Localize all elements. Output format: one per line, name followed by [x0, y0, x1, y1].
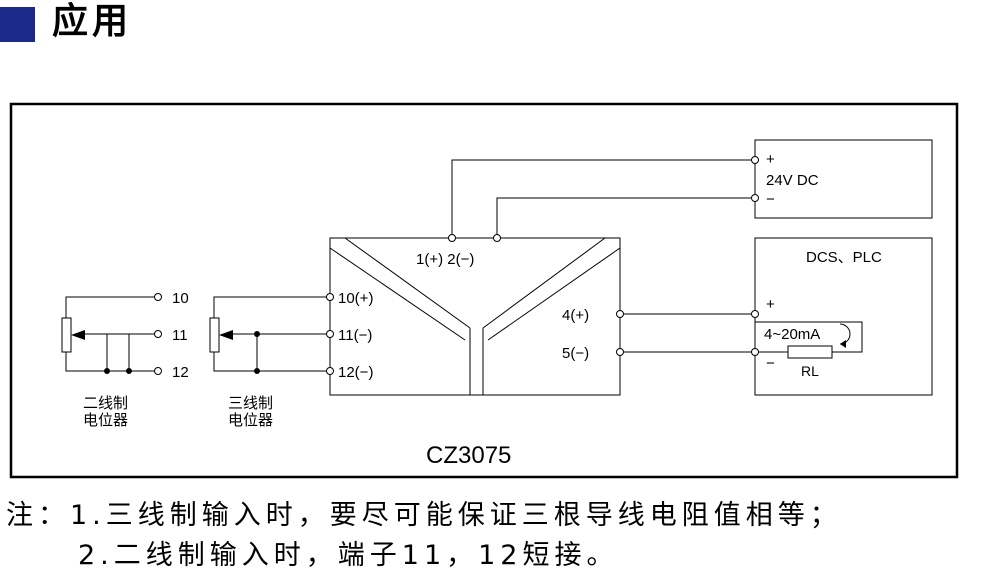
- load-label: RL: [801, 363, 819, 379]
- power-minus-label: −: [766, 191, 775, 208]
- power-minus-terminal: [751, 194, 759, 202]
- two-wire-terminal-10: [154, 293, 162, 301]
- label-top-terminals: 1(+) 2(−): [416, 251, 474, 268]
- dcs-plus-label: +: [766, 296, 775, 313]
- two-wire-junction-1: [104, 368, 110, 374]
- dcs-signal-label: 4~20mA: [764, 326, 820, 343]
- two-wire-junction-2: [126, 368, 132, 374]
- two-wire-caption-2: 电位器: [83, 412, 128, 429]
- two-wire-label-12: 12: [172, 364, 189, 381]
- two-wire-terminal-12: [154, 367, 162, 375]
- terminal-11: [326, 330, 334, 338]
- label-terminal-5: 5(−): [562, 345, 589, 362]
- two-wire-terminal-11: [154, 330, 162, 338]
- two-wire-label-10: 10: [172, 290, 189, 307]
- module-y-divider: [329, 237, 621, 395]
- two-wire-label-11: 11: [172, 327, 188, 344]
- current-arrow-head: [840, 340, 846, 348]
- three-wire-junction-1: [254, 331, 260, 337]
- two-wire-potentiometer: [61, 296, 155, 372]
- terminal-10: [326, 293, 334, 301]
- three-wire-wiper-arrow: [219, 330, 233, 340]
- model-label: CZ3075: [426, 442, 511, 469]
- three-wire-caption-1: 三线制: [228, 395, 273, 412]
- label-terminal-12: 12(−): [338, 364, 373, 381]
- label-terminal-10: 10(+): [338, 290, 373, 307]
- terminal-1: [448, 234, 456, 242]
- diagram-frame: [9, 102, 959, 479]
- page-title: 应用: [52, 1, 133, 42]
- two-wire-wiper-arrow: [71, 330, 85, 340]
- two-wire-caption-1: 二线制: [83, 395, 128, 412]
- terminal-2: [493, 234, 501, 242]
- three-wire-caption-2: 电位器: [228, 412, 273, 429]
- note-line-1: 注：1.三线制输入时，要尽可能保证三根导线电阻值相等；: [6, 500, 842, 531]
- dcs-minus-terminal: [751, 348, 759, 356]
- load-resistor-rl: [787, 345, 833, 359]
- power-supply-box: [754, 139, 933, 219]
- dcs-title: DCS、PLC: [806, 249, 882, 266]
- terminal-12: [326, 367, 334, 375]
- dcs-plus-terminal: [751, 310, 759, 318]
- terminal-4: [616, 310, 624, 318]
- power-plus-terminal: [751, 156, 759, 164]
- label-terminal-4: 4(+): [562, 307, 589, 324]
- power-plus-label: +: [766, 151, 775, 168]
- note-line-2: 2.二线制输入时，端子11，12短接。: [78, 540, 619, 571]
- power-label: 24V DC: [766, 172, 819, 189]
- output-wires: [620, 313, 863, 353]
- power-wires: [451, 159, 752, 238]
- dcs-minus-label: −: [766, 355, 775, 372]
- header-accent-square: [0, 7, 35, 42]
- three-wire-junction-2: [254, 368, 260, 374]
- label-terminal-11: 11(−): [338, 327, 372, 344]
- terminal-5: [616, 348, 624, 356]
